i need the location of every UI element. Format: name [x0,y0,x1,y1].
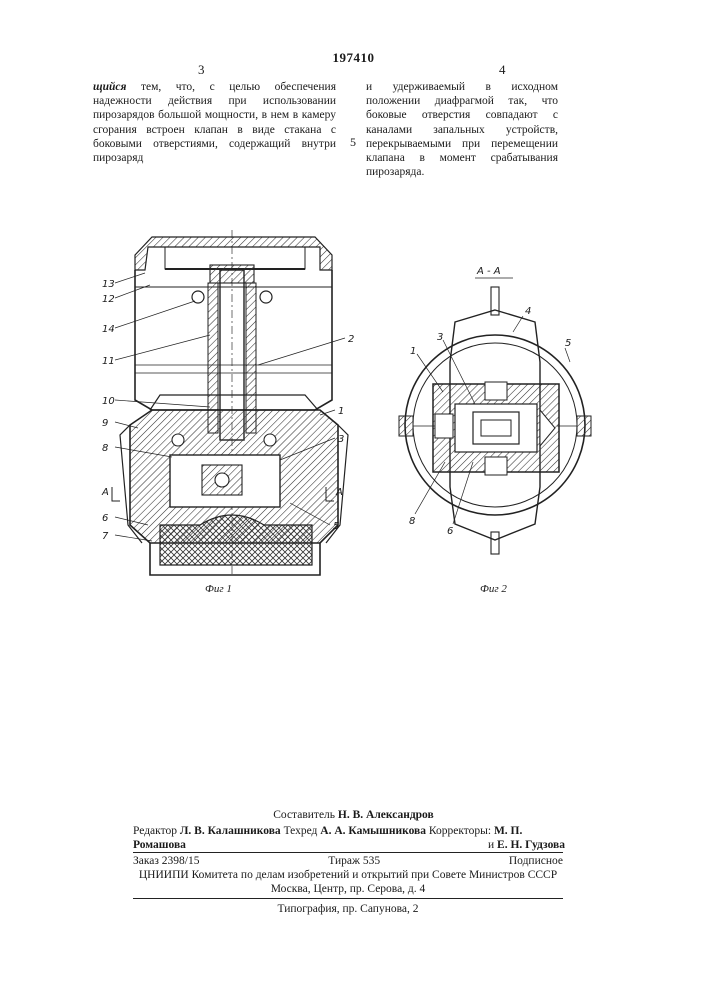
order-number: Заказ 2398/15 [133,854,200,868]
corrector-2-line: и Е. Н. Гудзова [460,838,565,852]
text-column-left: щийся тем, что, с целью обеспечения наде… [93,80,336,165]
line-marker: 5 [350,135,356,150]
figure-1-caption: Фиг 1 [205,583,232,595]
circulation: Тираж 535 [328,854,380,868]
fig2-label-5: 5 [565,338,571,349]
figure-2: А - А 1 3 4 5 8 6 [395,262,595,572]
claim-lead-word: щийся [93,81,126,93]
section-title: А - А [476,266,501,277]
fig1-label-3: 3 [338,434,344,445]
figure-2-caption: Фиг 2 [480,583,507,595]
fig1-label-11: 11 [102,356,115,367]
compiler-label: Составитель [273,809,335,821]
fig1-label-8: 8 [102,443,108,454]
claim-text-right: и удерживаемый в исходном положении диаф… [366,80,558,179]
fig1-label-2: 2 [348,334,354,345]
fig2-label-4: 4 [525,306,531,317]
subscription: Подписное [509,854,563,868]
corrector-2-prefix: и [488,839,494,851]
fig2-label-6: 6 [447,526,453,537]
claim-text-left: тем, что, с целью обеспечения надежности… [93,81,336,164]
fig1-label-10: 10 [102,396,115,407]
institute-line: ЦНИИПИ Комитета по делам изобретений и о… [133,868,563,882]
techred-name: А. А. Камышникова [320,825,426,837]
address-line: Москва, Центр, пр. Серова, д. 4 [133,882,563,896]
fig2-label-3: 3 [437,332,443,343]
corrector-2: Е. Н. Гудзова [497,839,565,851]
fig2-label-8: 8 [409,516,415,527]
fig1-label-6: 6 [102,513,108,524]
section-mark-left: А [101,487,109,498]
editor-name: Л. В. Калашникова [180,825,281,837]
order-line: Заказ 2398/15 Тираж 535 Подписное [133,854,563,868]
fig1-label-5: 5 [333,521,339,532]
editor-label: Редактор [133,825,177,837]
fig1-label-14: 14 [102,324,115,335]
footer-rule-top [133,852,563,853]
column-number-right: 4 [499,62,506,78]
printing-line: Типография, пр. Сапунова, 2 [133,902,563,916]
section-mark-right: А [335,487,343,498]
fig1-label-12: 12 [102,294,115,305]
compiler-name: Н. В. Александров [338,809,434,821]
column-number-left: 3 [198,62,205,78]
compiler-line: Составитель Н. В. Александров [0,808,707,822]
fig1-label-1: 1 [338,406,344,417]
fig2-label-1: 1 [410,346,416,357]
techred-label: Техред [284,825,318,837]
figure-1: А А 13 12 14 11 10 9 8 6 7 2 1 3 5 [90,225,360,600]
text-column-right: и удерживаемый в исходном положении диаф… [366,80,558,179]
correctors-label: Корректоры: [429,825,491,837]
fig1-label-7: 7 [102,531,109,542]
fig1-label-13: 13 [102,279,115,290]
patent-number: 197410 [0,50,707,66]
footer-rule-bottom [133,898,563,899]
fig1-label-9: 9 [102,418,108,429]
